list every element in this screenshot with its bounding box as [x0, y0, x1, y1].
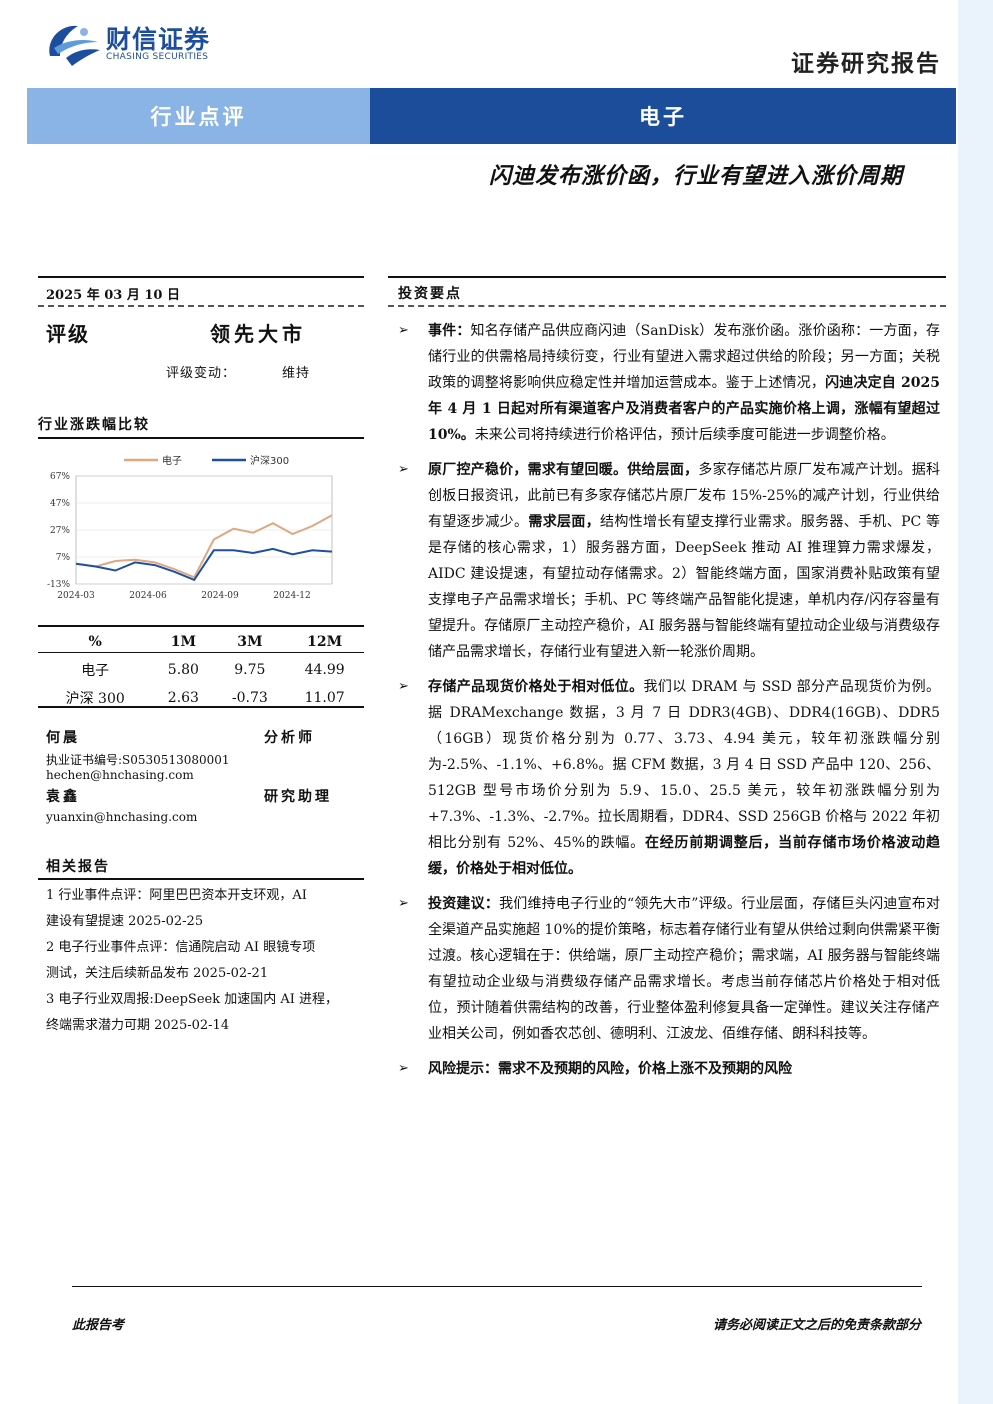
table-cell: 2.63: [167, 690, 199, 706]
chasing-logo-icon: [49, 25, 100, 66]
performance-chart-svg: 67% 47% 27% 7% -13%2024-03 2024-06 2024-09 2024…: [47, 454, 333, 601]
table-header-cell: 1M: [170, 634, 196, 650]
report-date: 2025 年 03 月 10 日: [46, 288, 180, 303]
left-top-rule: [38, 276, 364, 278]
related-report-line: 1 行业事件点评：阿里巴巴资本开支环观，AI: [46, 888, 307, 903]
chart-y-tick-label: 67%: [50, 472, 70, 482]
highlight-item: ➢ 风险提示：需求不及预期的风险，价格上涨不及预期的风险: [398, 1056, 940, 1082]
related-reports-rule: [38, 878, 364, 880]
highlight-item: ➢ 原厂控产稳价，需求有望回暖。供给层面，多家存储芯片原厂发布减产计划。据科创板…: [398, 457, 940, 665]
arrow-right-icon: ➢: [398, 323, 409, 338]
report-type-label: 证券研究报告: [791, 50, 941, 77]
table-cell: 11.07: [304, 690, 345, 706]
analyst-name: 何晨: [46, 730, 80, 746]
chart-series-line: [75, 547, 333, 582]
chart-y-tick-label: -13%: [47, 580, 70, 590]
table-cell: -0.73: [231, 690, 268, 706]
investment-highlights-title: 投资要点: [398, 286, 462, 302]
arrow-right-icon: ➢: [398, 679, 409, 694]
main-top-rule: [388, 276, 946, 278]
table-header-rule: [38, 652, 364, 653]
table-cell: 电子: [81, 663, 110, 679]
rating-label: 评级: [46, 322, 90, 346]
chart-x-tick-label: 2024-03: [57, 591, 95, 601]
assistant-role: 研究助理: [264, 789, 332, 805]
report-title: 闪迪发布涨价函，行业有望进入涨价周期: [488, 163, 903, 189]
chart-x-tick-label: 2024-12: [273, 591, 310, 601]
assistant-name: 袁鑫: [46, 789, 80, 805]
footer-rule: [72, 1286, 922, 1287]
highlight-item: ➢ 事件：知名存储产品供应商闪迪（SanDisk）发布涨价函。涨价函称：一方面，…: [398, 318, 940, 448]
chart-section-title: 行业涨跌幅比较: [38, 417, 150, 433]
highlights-list: ➢ 事件：知名存储产品供应商闪迪（SanDisk）发布涨价函。涨价函称：一方面，…: [398, 318, 940, 1091]
chart-series-line: [75, 514, 333, 579]
chart-y-tick-label: 27%: [50, 526, 70, 536]
performance-table: % 1M 3M 12M 电子 5.80 9.75 44.99 沪深 300 2.…: [38, 628, 364, 712]
analyst-cert: 执业证书编号:S0530513080001: [46, 753, 230, 767]
highlight-item: ➢ 投资建议：我们维持电子行业的“领先大市”评级。行业层面，存储巨头闪迪宣布对全…: [398, 891, 940, 1047]
related-report-item[interactable]: 1 行业事件点评：阿里巴巴资本开支环观，AI 建设有望提速 2025-02-25: [46, 883, 366, 935]
table-row: 电子 5.80 9.75 44.99: [38, 656, 364, 684]
rating-change-label: 评级变动：: [166, 366, 237, 381]
sector-band: 电子: [370, 88, 956, 144]
rating-value: 领先大市: [210, 322, 306, 346]
main-title-rule: [388, 305, 946, 307]
table-cell: 9.75: [234, 662, 266, 678]
table-bottom-rule: [38, 706, 364, 708]
company-logo: 财信证券 CHASING SECURITIES: [44, 18, 224, 68]
table-header-cell: 3M: [237, 634, 263, 650]
related-report-line: 终端需求潜力可期 2025-02-14: [46, 1018, 230, 1033]
category-band: 行业点评: [27, 88, 370, 144]
table-header-cell: %: [88, 634, 102, 650]
footer-left-text: 此报告考: [72, 1318, 125, 1333]
chart-x-tick-label: 2024-06: [129, 591, 167, 601]
assistant-email[interactable]: yuanxin@hnchasing.com: [46, 810, 198, 824]
chart-y-tick-label: 7%: [56, 553, 71, 563]
related-report-line: 建设有望提速 2025-02-25: [46, 914, 204, 929]
arrow-right-icon: ➢: [398, 1061, 409, 1076]
page-edge-strip: [958, 0, 993, 1404]
rating-change-value: 维持: [282, 366, 311, 381]
performance-chart: 67% 47% 27% 7% -13%2024-03 2024-06 2024-09 2024…: [36, 444, 366, 610]
date-rule: [38, 305, 364, 307]
table-cell: 5.80: [167, 662, 199, 678]
related-reports-title: 相关报告: [46, 859, 110, 875]
footer-disclaimer: 请务必阅读正文之后的免责条款部分: [712, 1318, 921, 1333]
chart-x-tick-label: 2024-09: [201, 591, 239, 601]
chart-legend-label: 沪深300: [250, 454, 289, 467]
chart-y-tick-label: 47%: [50, 499, 70, 509]
related-report-line: 2 电子行业事件点评：信通院启动 AI 眼镜专项: [46, 940, 316, 955]
highlight-item: ➢ 存储产品现货价格处于相对低位。我们以 DRAM 与 SSD 部分产品现货价为…: [398, 674, 940, 882]
analyst-role: 分析师: [264, 730, 315, 746]
table-row: 沪深 300 2.63 -0.73 11.07: [38, 684, 364, 712]
logo-text-en: CHASING SECURITIES: [106, 52, 209, 62]
table-header-row: % 1M 3M 12M: [38, 628, 364, 656]
related-report-item[interactable]: 3 电子行业双周报:DeepSeek 加速国内 AI 进程， 终端需求潜力可期 …: [46, 987, 366, 1039]
table-cell: 44.99: [304, 662, 345, 678]
related-report-line: 3 电子行业双周报:DeepSeek 加速国内 AI 进程，: [46, 992, 339, 1007]
arrow-right-icon: ➢: [398, 896, 409, 911]
table-top-rule: [38, 625, 364, 627]
table-cell: 沪深 300: [65, 691, 125, 707]
related-report-item[interactable]: 2 电子行业事件点评：信通院启动 AI 眼镜专项 测试，关注后续新品发布 202…: [46, 935, 366, 987]
chart-section-rule: [38, 437, 364, 439]
arrow-right-icon: ➢: [398, 462, 409, 477]
analyst-email[interactable]: hechen@hnchasing.com: [46, 768, 194, 782]
table-header-cell: 12M: [307, 634, 343, 650]
related-report-line: 测试，关注后续新品发布 2025-02-21: [46, 966, 269, 981]
chart-legend-label: 电子: [162, 454, 182, 467]
logo-text-cn: 财信证券: [106, 25, 211, 54]
